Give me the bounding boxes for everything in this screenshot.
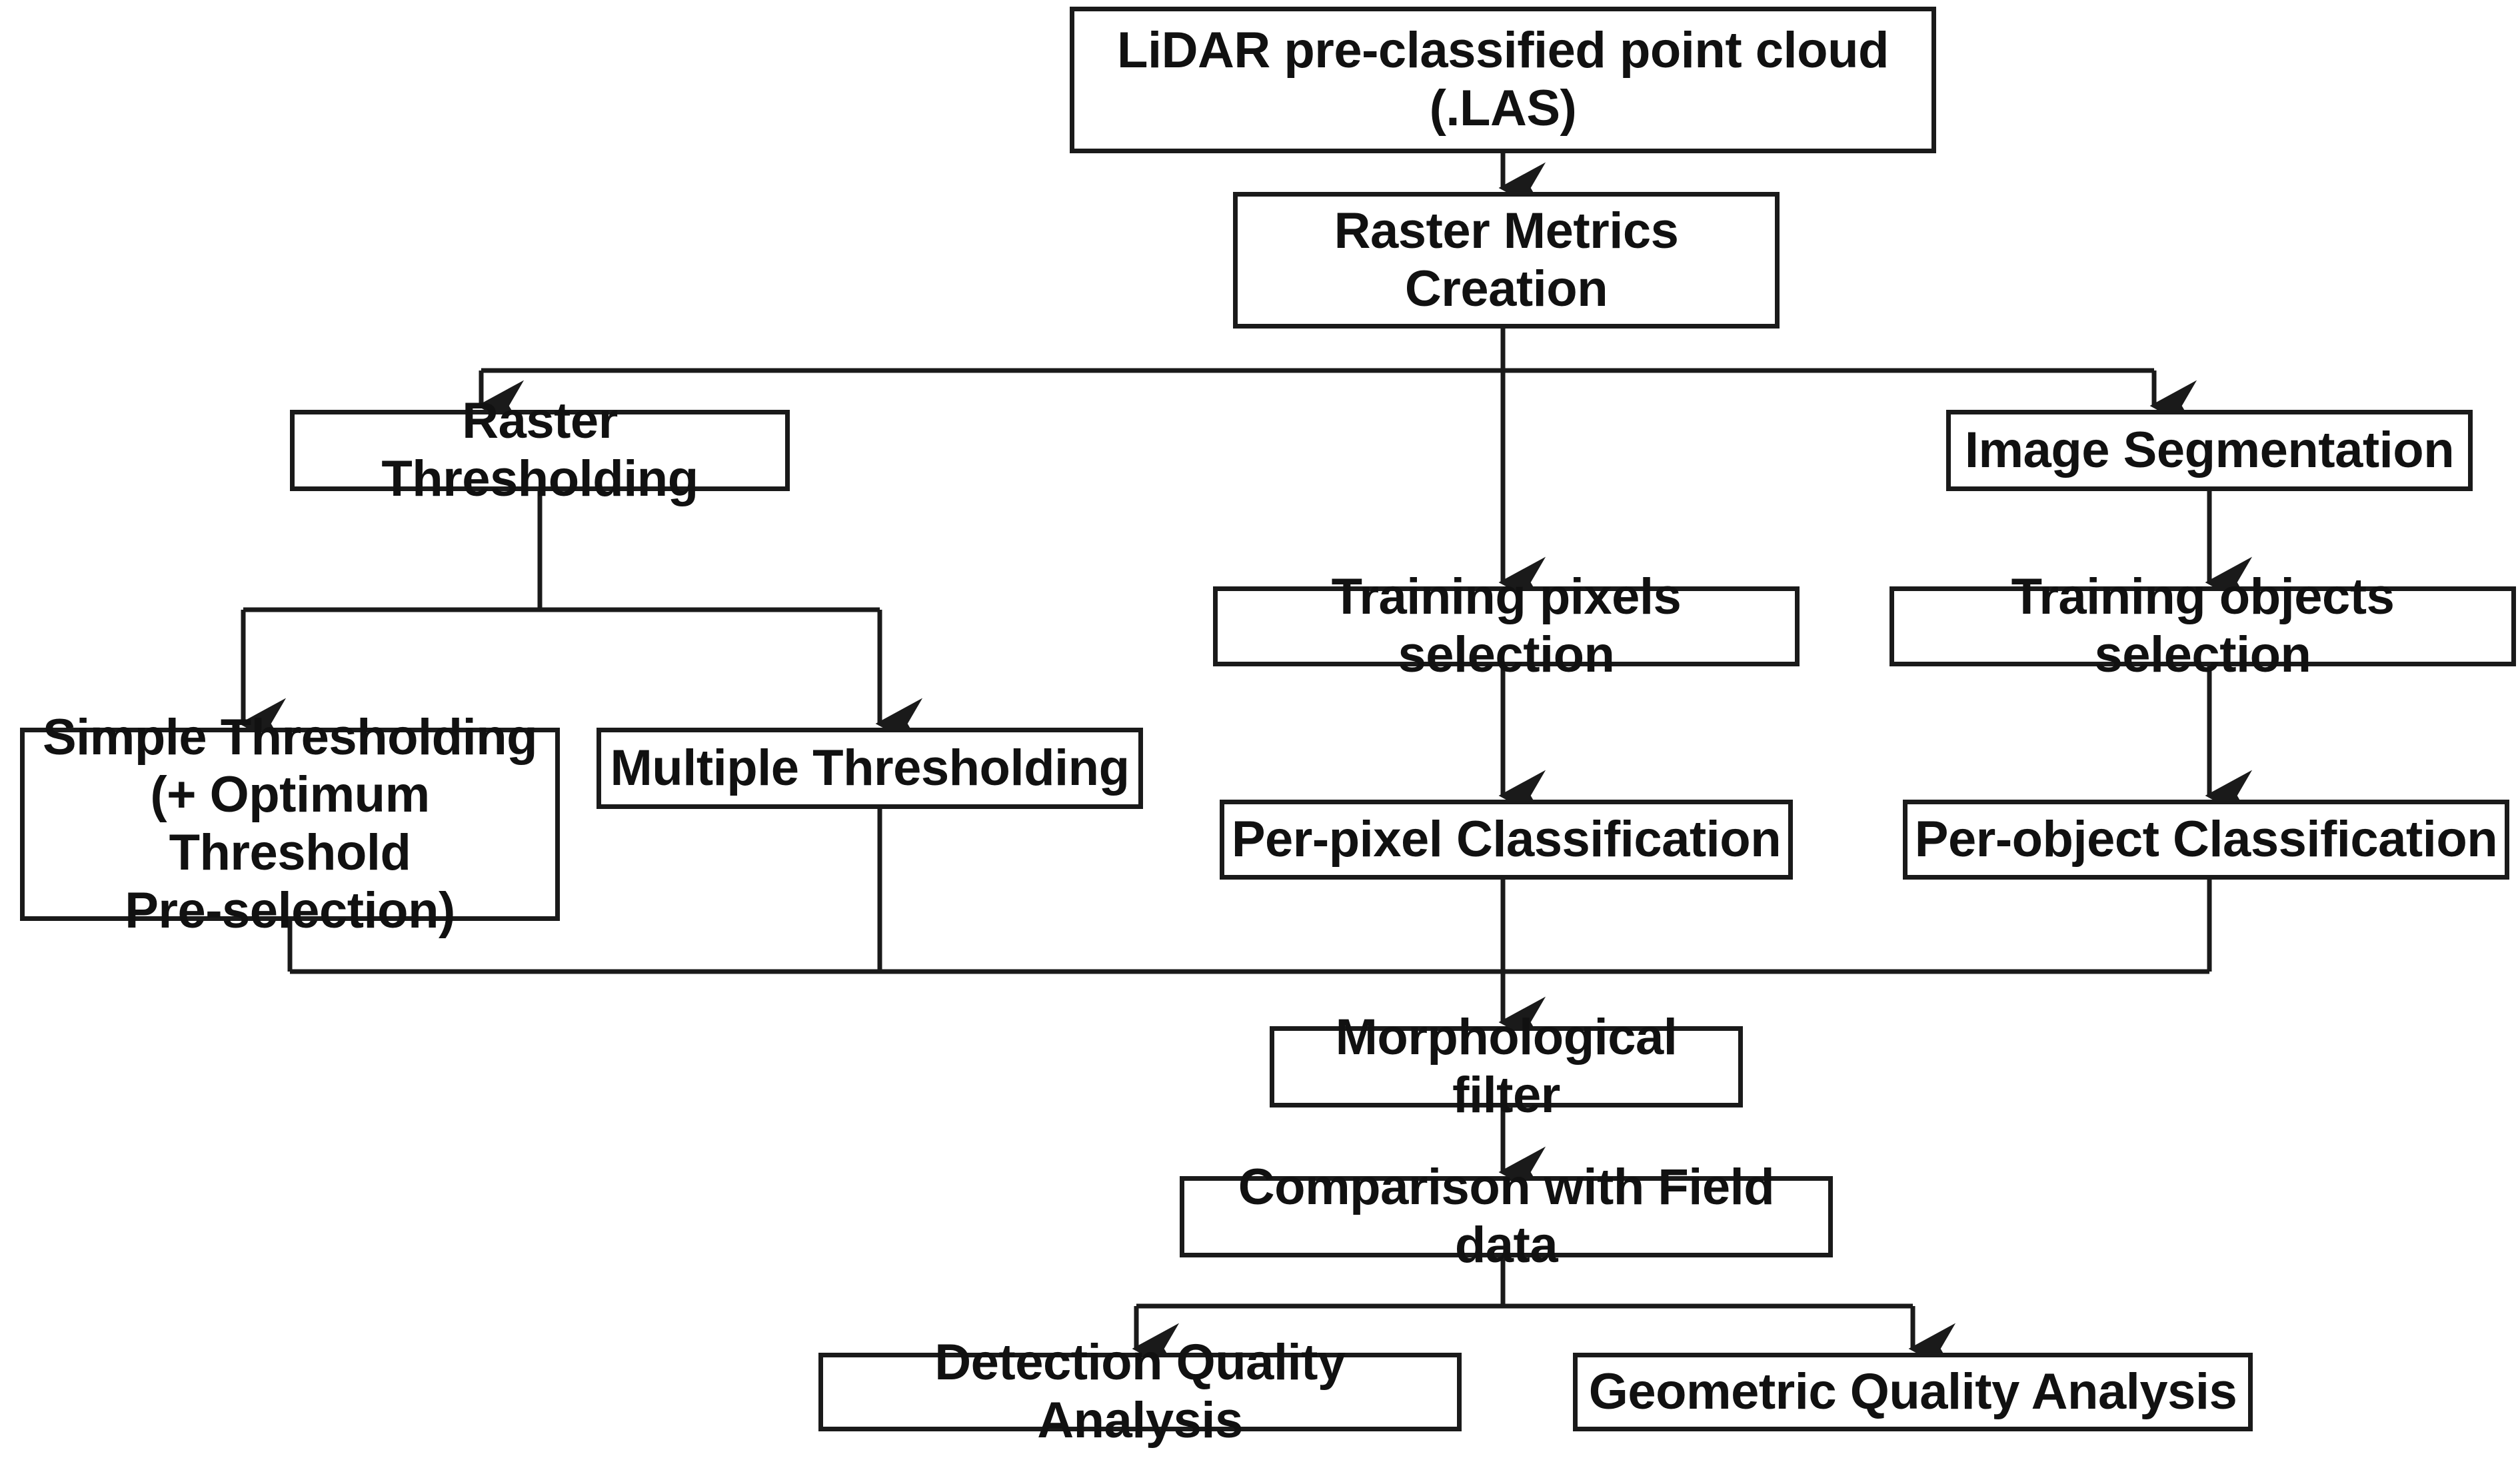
node-training-objects-selection[interactable]: Training objects selection xyxy=(1890,568,2516,683)
node-lidar-source[interactable]: LiDAR pre-classified point cloud (.LAS) xyxy=(1070,7,1936,153)
node-label: Comparison with Field data xyxy=(1238,1159,1775,1273)
node-label: Simple Thresholding (+ Optimum Threshold… xyxy=(42,708,538,939)
node-label: Multiple Thresholding xyxy=(610,739,1130,796)
node-raster-thresholding[interactable]: Raster Thresholding xyxy=(290,392,790,507)
node-geometric-quality-analysis[interactable]: Geometric Quality Analysis xyxy=(1573,1353,2253,1431)
node-raster-metrics-creation[interactable]: Raster Metrics Creation xyxy=(1233,192,1780,329)
node-detection-quality-analysis[interactable]: Detection Quality Analysis xyxy=(818,1334,1462,1449)
node-multiple-thresholding[interactable]: Multiple Thresholding xyxy=(597,728,1143,809)
node-per-object-classification[interactable]: Per-object Classification xyxy=(1903,800,2509,880)
node-label: Raster Metrics Creation xyxy=(1334,202,1679,317)
node-morphological-filter[interactable]: Morphological filter xyxy=(1270,1009,1743,1123)
node-per-pixel-classification[interactable]: Per-pixel Classification xyxy=(1220,800,1793,880)
node-label: Detection Quality Analysis xyxy=(934,1334,1346,1449)
node-label: Image Segmentation xyxy=(1964,421,2455,478)
node-label: Morphological filter xyxy=(1335,1009,1678,1123)
node-label: Raster Thresholding xyxy=(381,392,698,507)
node-label: Per-pixel Classification xyxy=(1231,810,1782,868)
node-label: Geometric Quality Analysis xyxy=(1588,1363,2237,1420)
node-training-pixels-selection[interactable]: Training pixels selection xyxy=(1213,568,1800,683)
node-label: Training objects selection xyxy=(2011,568,2395,683)
node-image-segmentation[interactable]: Image Segmentation xyxy=(1946,410,2473,491)
node-label: Training pixels selection xyxy=(1331,568,1682,683)
node-label: LiDAR pre-classified point cloud (.LAS) xyxy=(1117,22,1889,137)
node-comparison-with-field-data[interactable]: Comparison with Field data xyxy=(1180,1159,1833,1273)
node-simple-thresholding[interactable]: Simple Thresholding (+ Optimum Threshold… xyxy=(20,709,560,939)
node-label: Per-object Classification xyxy=(1914,810,2498,868)
